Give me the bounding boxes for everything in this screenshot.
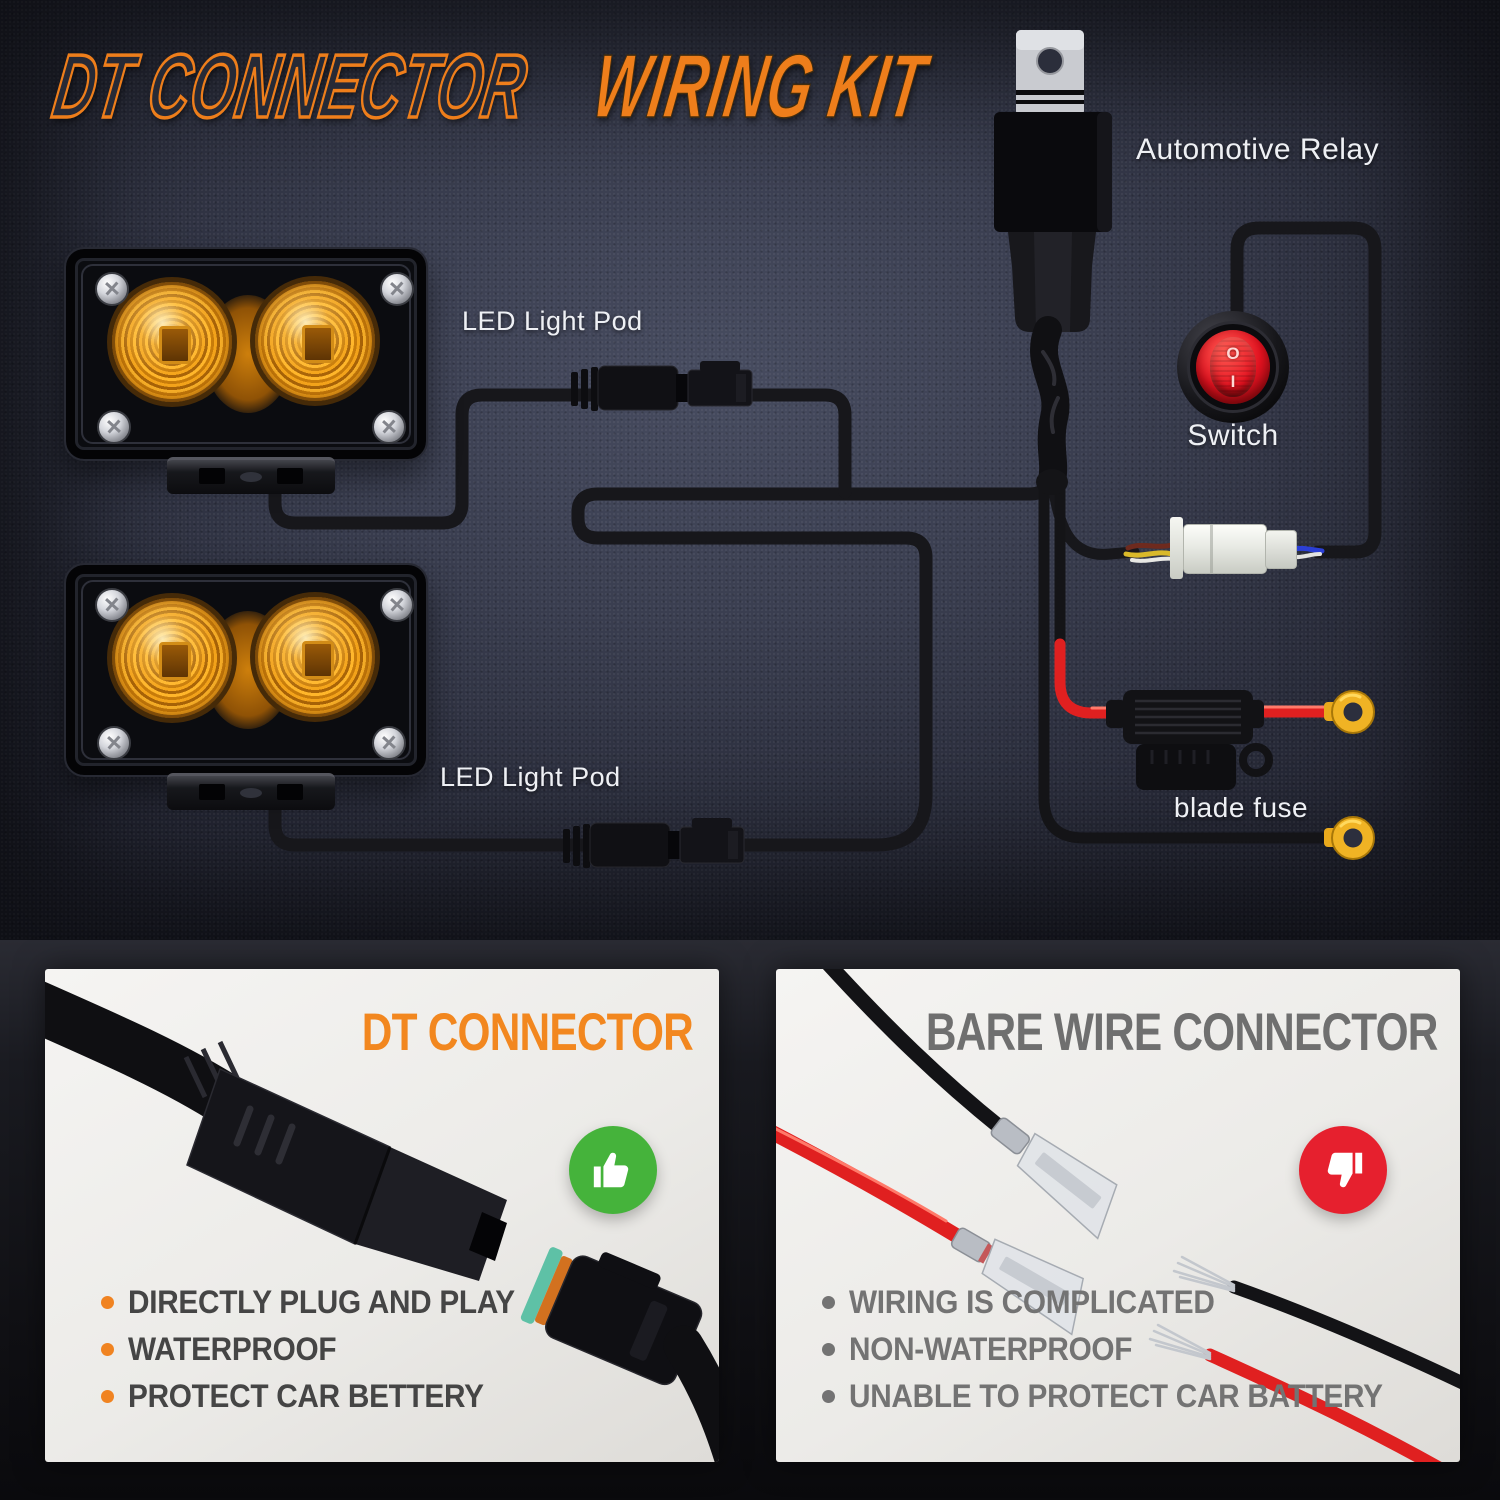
- dt-connector-inline-2: [563, 818, 745, 868]
- screw-icon: [97, 410, 131, 444]
- bullet-connector-body: [1183, 524, 1267, 574]
- led-chip: [302, 641, 334, 679]
- bare-wire-drawbacks-list: WIRING IS COMPLICATED NON-WATERPROOF UNA…: [822, 1279, 1423, 1420]
- relay-mount-hole: [1036, 47, 1064, 75]
- dt-bullet-2: WATERPROOF: [128, 1331, 337, 1367]
- switch-face: [1196, 330, 1270, 404]
- dt-connector-photo: [45, 981, 719, 1462]
- bare-bullet-3: UNABLE TO PROTECT CAR BATTERY: [849, 1378, 1383, 1414]
- bullet-dot-icon: [101, 1343, 114, 1356]
- bullet-connector-flange: [1170, 517, 1183, 579]
- pod-lens-left: [107, 593, 237, 723]
- list-item: DIRECTLY PLUG AND PLAY: [101, 1279, 544, 1326]
- screw-icon: [380, 272, 414, 306]
- ring-terminal-ground: [1324, 816, 1375, 860]
- dt-bullet-1: DIRECTLY PLUG AND PLAY: [128, 1284, 515, 1320]
- bare-wire-panel-title: BARE WIRE CONNECTOR: [926, 1003, 1438, 1062]
- screw-icon: [95, 272, 129, 306]
- bare-wire-photo: [776, 969, 1460, 1462]
- spade-terminal-black: [990, 1117, 1118, 1240]
- blade-fuse-holder: [1106, 690, 1273, 790]
- pod-lens-left: [107, 277, 237, 407]
- led-light-pod-top: [64, 247, 428, 461]
- dt-benefits-list: DIRECTLY PLUG AND PLAY WATERPROOF PROTEC…: [101, 1279, 544, 1420]
- list-item: WATERPROOF: [101, 1326, 544, 1373]
- bullet-dot-icon: [822, 1296, 835, 1309]
- switch-label: Switch: [1187, 419, 1279, 452]
- automotive-relay: [994, 30, 1112, 495]
- bullet-dot-icon: [101, 1390, 114, 1403]
- bullet-dot-icon: [101, 1296, 114, 1309]
- thumbs-down-icon: [1327, 1152, 1363, 1188]
- led-chip: [302, 325, 334, 363]
- ground-wire: [1038, 474, 1334, 844]
- bare-bullet-2: NON-WATERPROOF: [849, 1331, 1133, 1367]
- bare-bullet-1: WIRING IS COMPLICATED: [849, 1284, 1215, 1320]
- dt-connector-inline-1: [571, 361, 753, 411]
- pod-lens-right: [250, 276, 380, 406]
- dt-panel-title: DT CONNECTOR: [361, 1003, 694, 1062]
- pod-mount-bracket: [167, 773, 335, 810]
- blade-fuse-label: blade fuse: [1173, 792, 1309, 823]
- thumbs-up-badge: [569, 1126, 657, 1214]
- switch-on-marking: I: [1230, 372, 1236, 391]
- switch-rocker: O I: [1210, 337, 1256, 397]
- screw-icon: [95, 588, 129, 622]
- bullet-dot-icon: [822, 1390, 835, 1403]
- wire-junction: [1036, 469, 1068, 495]
- led-chip: [159, 326, 191, 364]
- spade-terminal-red: [950, 1227, 1085, 1336]
- pod-bezel: [81, 580, 411, 760]
- list-item: UNABLE TO PROTECT CAR BATTERY: [822, 1373, 1423, 1420]
- wiring-harness-graphic: [268, 30, 1382, 868]
- led-pod-bottom-label: LED Light Pod: [440, 762, 621, 792]
- screw-icon: [380, 588, 414, 622]
- fuse-cap-loop: [1239, 743, 1273, 777]
- screw-icon: [97, 726, 131, 760]
- rocker-switch: O I: [1177, 311, 1289, 423]
- relay-body: [994, 112, 1112, 232]
- bullet-connector-tip: [1265, 530, 1297, 569]
- dt-female-connector: [520, 1247, 719, 1462]
- switch-off-marking: O: [1226, 344, 1240, 363]
- switch-loop-wire: [1230, 221, 1382, 559]
- ring-terminal-positive: [1324, 690, 1375, 734]
- pod-mount-bracket: [167, 457, 335, 494]
- list-item: PROTECT CAR BETTERY: [101, 1373, 544, 1420]
- relay-label: Automotive Relay: [1136, 133, 1380, 166]
- screw-icon: [372, 410, 406, 444]
- bare-strands-black: [1172, 1255, 1236, 1293]
- bare-strands-red: [1148, 1323, 1212, 1361]
- thumbs-up-icon: [593, 1152, 629, 1188]
- led-light-pod-bottom: [64, 563, 428, 777]
- thumbs-down-badge: [1299, 1126, 1387, 1214]
- harness-wire-to-pods: [268, 388, 1057, 852]
- bare-wire-panel: BARE WIRE CONNECTOR WIRING IS COMPLICATE…: [776, 969, 1460, 1462]
- dt-connector-panel: DT CONNECTOR DIRECTLY PLUG AND PLAY WATE…: [45, 969, 719, 1462]
- led-pod-top-label: LED Light Pod: [462, 306, 643, 336]
- pod-bezel: [81, 264, 411, 444]
- bullet-dot-icon: [822, 1343, 835, 1356]
- led-chip: [159, 642, 191, 680]
- screw-icon: [372, 726, 406, 760]
- list-item: NON-WATERPROOF: [822, 1326, 1423, 1373]
- pod-lens-right: [250, 592, 380, 722]
- wiring-diagram-section: DT CONNECTOR WIRING KIT: [0, 0, 1500, 940]
- list-item: WIRING IS COMPLICATED: [822, 1279, 1423, 1326]
- comparison-section: DT CONNECTOR DIRECTLY PLUG AND PLAY WATE…: [0, 940, 1500, 1500]
- dt-bullet-3: PROTECT CAR BETTERY: [128, 1378, 484, 1414]
